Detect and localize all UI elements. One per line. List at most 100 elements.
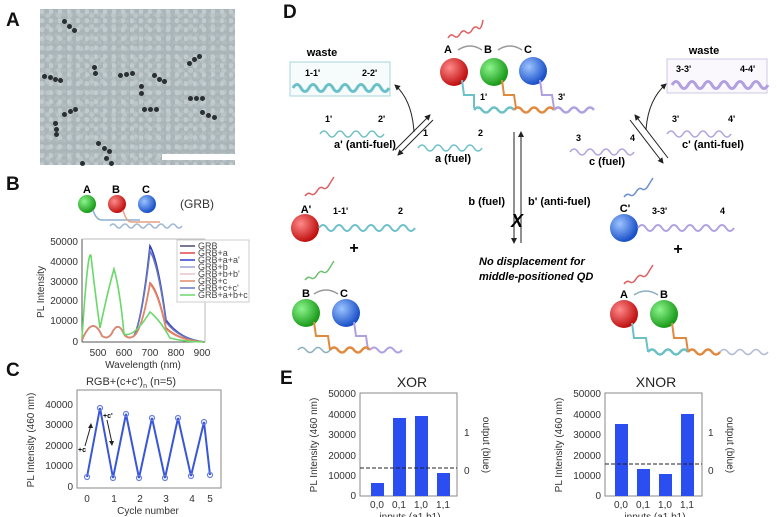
svg-text:50000: 50000 (50, 237, 78, 248)
svg-text:+c: +c (78, 447, 86, 454)
svg-text:3-3': 3-3' (676, 64, 691, 74)
svg-text:PL Intensity (460 nm): PL Intensity (460 nm) (554, 398, 565, 493)
green-qd-icon (78, 195, 96, 213)
grb-construct: A B C (GRB) (78, 184, 214, 229)
svg-text:0: 0 (595, 491, 601, 502)
bar-11 (681, 414, 694, 496)
bar-10 (659, 474, 672, 496)
svg-text:3': 3' (558, 92, 565, 102)
svg-text:40000: 40000 (328, 410, 356, 421)
svg-text:C: C (524, 44, 532, 56)
svg-text:+c': +c' (103, 413, 113, 420)
panel-letter-d: D (283, 2, 297, 23)
svg-text:inputs (a1,b1): inputs (a1,b1) (379, 512, 440, 517)
svg-text:2': 2' (378, 114, 385, 124)
svg-text:2: 2 (137, 494, 143, 505)
svg-text:1,1: 1,1 (680, 500, 694, 511)
svg-text:A: A (620, 289, 628, 301)
svg-text:XOR: XOR (397, 374, 427, 390)
svg-text:20000: 20000 (328, 451, 356, 462)
svg-text:0,0: 0,0 (370, 500, 384, 511)
svg-text:40000: 40000 (50, 257, 78, 268)
svg-text:2: 2 (478, 128, 483, 138)
bar-00 (615, 424, 628, 496)
svg-text:C: C (340, 288, 348, 300)
svg-text:Wavelength (nm): Wavelength (nm) (105, 360, 181, 370)
svg-text:inputs (a1,b1): inputs (a1,b1) (624, 512, 685, 517)
anti-fuel-c: 3' 4' c' (anti-fuel) (666, 114, 744, 151)
svg-text:1': 1' (325, 114, 332, 124)
svg-text:900: 900 (194, 348, 211, 359)
svg-text:0,0: 0,0 (614, 500, 628, 511)
svg-text:XNOR: XNOR (636, 374, 676, 390)
svg-text:(GRB): (GRB) (180, 197, 214, 211)
xnor-chart: XNOR 50000 40000 30000 20000 10000 0 1 0… (554, 374, 735, 517)
svg-text:10000: 10000 (328, 471, 356, 482)
svg-text:3: 3 (576, 133, 581, 143)
red-qd-icon (108, 195, 126, 213)
svg-text:1: 1 (708, 428, 714, 439)
svg-text:4: 4 (630, 133, 635, 143)
svg-text:40000: 40000 (573, 410, 601, 421)
svg-text:GRB+b: GRB+b (198, 262, 228, 272)
svg-text:GRB: GRB (198, 241, 218, 251)
svg-text:1,0: 1,0 (658, 500, 672, 511)
svg-text:3-3': 3-3' (652, 206, 667, 216)
svg-text:1: 1 (111, 494, 117, 505)
svg-text:30000: 30000 (328, 430, 356, 441)
svg-text:PL Intensity (460 nm): PL Intensity (460 nm) (309, 398, 320, 493)
panel-c-chart: RGB+(c+c')n (n=5) 40000 30000 20000 1000… (26, 376, 222, 517)
svg-text:output (blue): output (blue) (724, 417, 735, 473)
svg-text:B: B (112, 184, 120, 196)
bar-11 (437, 473, 450, 496)
svg-text:50000: 50000 (328, 389, 356, 400)
svg-text:+: + (673, 241, 682, 258)
anti-fuel-a: 1' 2' a' (anti-fuel) (319, 114, 396, 151)
svg-text:20000: 20000 (50, 296, 78, 307)
scale-bar (162, 154, 262, 160)
waste-right: waste 3-3' 4-4' (666, 45, 770, 94)
svg-text:2-2': 2-2' (362, 68, 377, 78)
svg-text:30000: 30000 (573, 430, 601, 441)
left-product: A' 1-1' 2 + (291, 176, 416, 257)
svg-text:4-4': 4-4' (740, 64, 755, 74)
svg-text:RGB+(c+c')n (n=5): RGB+(c+c')n (n=5) (86, 376, 176, 390)
bar-00 (371, 483, 384, 496)
svg-text:1,1: 1,1 (436, 500, 450, 511)
svg-text:3': 3' (672, 114, 679, 124)
svg-text:waste: waste (688, 45, 720, 57)
xor-chart: XOR 50000 40000 30000 20000 10000 0 1 0 … (309, 374, 491, 517)
svg-text:0,1: 0,1 (392, 500, 406, 511)
panel-letter-b: B (6, 174, 20, 195)
panel-letter-a: A (6, 10, 20, 31)
svg-text:A': A' (301, 204, 312, 216)
svg-text:GRB+c: GRB+c (198, 276, 228, 286)
svg-text:50000: 50000 (573, 389, 601, 400)
bar-10 (415, 416, 428, 496)
green-qd-icon (480, 58, 508, 86)
spectra-legend: GRB GRB+a GRB+a+a' GRB+b GRB+b+b' GRB+c … (176, 239, 250, 303)
svg-text:c' (anti-fuel): c' (anti-fuel) (682, 139, 744, 151)
svg-text:middle-positioned QD: middle-positioned QD (479, 271, 593, 283)
svg-text:B: B (302, 288, 310, 300)
svg-text:a (fuel): a (fuel) (435, 153, 471, 165)
svg-text:Cycle number: Cycle number (117, 506, 179, 517)
svg-text:30000: 30000 (45, 420, 73, 431)
svg-text:4: 4 (720, 206, 725, 216)
svg-text:4: 4 (189, 494, 195, 505)
panel-letter-c: C (6, 360, 20, 381)
svg-text:0,1: 0,1 (636, 500, 650, 511)
bar-01 (637, 469, 650, 496)
svg-text:GRB+a: GRB+a (198, 248, 228, 258)
svg-text:4': 4' (728, 114, 735, 124)
svg-text:b (fuel): b (fuel) (468, 196, 505, 208)
svg-text:3: 3 (163, 494, 169, 505)
svg-text:1: 1 (464, 428, 470, 439)
waste-left: waste 1-1' 2-2' (289, 47, 391, 97)
svg-text:20000: 20000 (45, 441, 73, 452)
svg-text:No displacement for: No displacement for (479, 256, 585, 268)
blue-qd-icon (519, 57, 547, 85)
red-qd-icon (440, 58, 468, 86)
svg-text:0: 0 (84, 494, 90, 505)
svg-text:10000: 10000 (45, 461, 73, 472)
